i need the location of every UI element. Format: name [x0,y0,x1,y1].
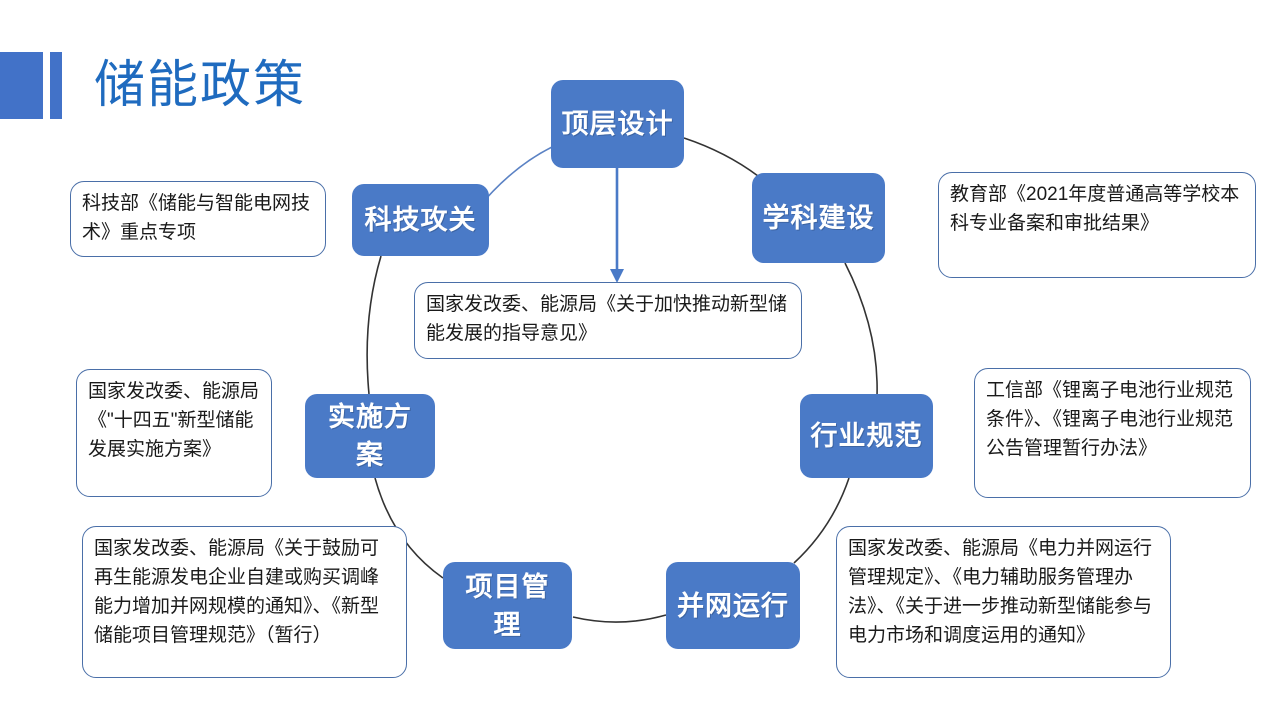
callout-industry-standards-policy: 工信部《锂离子电池行业规范条件》、《锂离子电池行业规范公告管理暂行办法》 [974,368,1251,498]
arc-grid-to-project [572,614,667,623]
node-top-level-design[interactable]: 顶层设计 [551,80,684,168]
arc-tech-to-topdesign [477,146,553,209]
title-accent-bar-narrow [50,52,62,119]
node-discipline-construction[interactable]: 学科建设 [752,173,885,263]
callout-implementation-plan-policy: 国家发改委、能源局《"十四五"新型储能发展实施方案》 [76,369,272,497]
node-implementation-plan[interactable]: 实施方案 [305,394,435,478]
callout-top-level-design-policy: 国家发改委、能源局《关于加快推动新型储能发展的指导意见》 [414,282,802,359]
arc-discipline-to-industry [844,262,878,397]
callout-discipline-policy: 教育部《2021年度普通高等学校本科专业备案和审批结果》 [938,172,1256,278]
node-tech-research[interactable]: 科技攻关 [352,184,489,256]
node-project-management-label: 项目管理 [465,571,550,640]
arrow-topdesign-to-center [610,168,624,283]
node-project-management[interactable]: 项目管理 [443,562,572,649]
page-title: 储能政策 [94,56,307,113]
node-grid-operation-label: 并网运行 [677,590,789,621]
node-industry-standards-label: 行业规范 [810,421,923,451]
node-grid-operation[interactable]: 并网运行 [666,562,800,649]
arc-topdesign-to-discipline [683,137,759,177]
arc-plan-to-tech [366,255,382,395]
node-tech-research-label: 科技攻关 [364,205,477,235]
callout-tech-research-policy: 科技部《储能与智能电网技术》重点专项 [70,181,326,257]
node-discipline-construction-label: 学科建设 [762,203,875,233]
callout-project-management-policy: 国家发改委、能源局《关于鼓励可再生能源发电企业自建或购买调峰能力增加并网规模的通… [82,526,407,678]
node-top-level-design-label: 顶层设计 [561,109,674,139]
node-implementation-plan-label: 实施方案 [328,402,412,470]
title-accent-bar-wide [0,52,43,119]
node-industry-standards[interactable]: 行业规范 [800,394,933,478]
callout-grid-operation-policy: 国家发改委、能源局《电力并网运行管理规定》、《电力辅助服务管理办法》、《关于进一… [836,526,1171,678]
